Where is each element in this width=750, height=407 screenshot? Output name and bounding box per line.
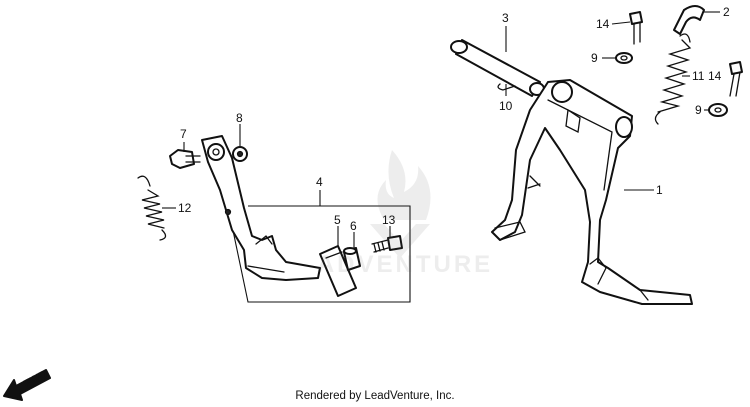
part-10-cotter-pin [497,83,516,91]
part-8-nut [232,146,248,162]
part-5-stand-rubber [319,245,357,297]
watermark: ADVENTURE [317,150,493,278]
part-3-pivot-pipe [450,39,545,97]
render-credit: Rendered by LeadVenture, Inc. [295,390,455,402]
part-14-bolt-right [729,61,743,97]
part-9-nut-right [708,103,728,117]
part-4-side-stand [201,135,321,281]
part-13-bolt [371,235,403,253]
callout-3: 3 [502,11,509,25]
callout-2: 2 [723,5,730,19]
callout-14-right: 14 [708,69,722,83]
flame-logo-icon [377,150,431,220]
callout-7: 7 [180,127,187,141]
part-4-side-stand-box [213,139,411,303]
callout-1: 1 [656,183,663,197]
callout-10: 10 [499,99,513,113]
part-1-main-stand [491,79,693,305]
callout-6: 6 [350,219,357,233]
fwd-label: FWD [22,368,50,390]
callout-9-upper: 9 [591,51,598,65]
part-6-collar [343,247,361,271]
watermark-text: ADVENTURE [317,251,493,278]
part-7-bolt [169,149,201,169]
part-11-spring [654,33,692,125]
callout-13: 13 [382,213,396,227]
callout-8: 8 [236,111,243,125]
callout-5: 5 [334,213,341,227]
callout-9-right: 9 [695,103,702,117]
callout-12: 12 [178,201,192,215]
callout-14-upper: 14 [596,17,610,31]
part-12-spring [137,175,167,241]
part-14-bolt-upper [629,11,643,45]
callout-11: 11 [692,69,705,83]
part-2-spring-hanger [673,5,705,35]
part-9-nut-upper [615,52,633,64]
callout-4: 4 [316,175,323,189]
